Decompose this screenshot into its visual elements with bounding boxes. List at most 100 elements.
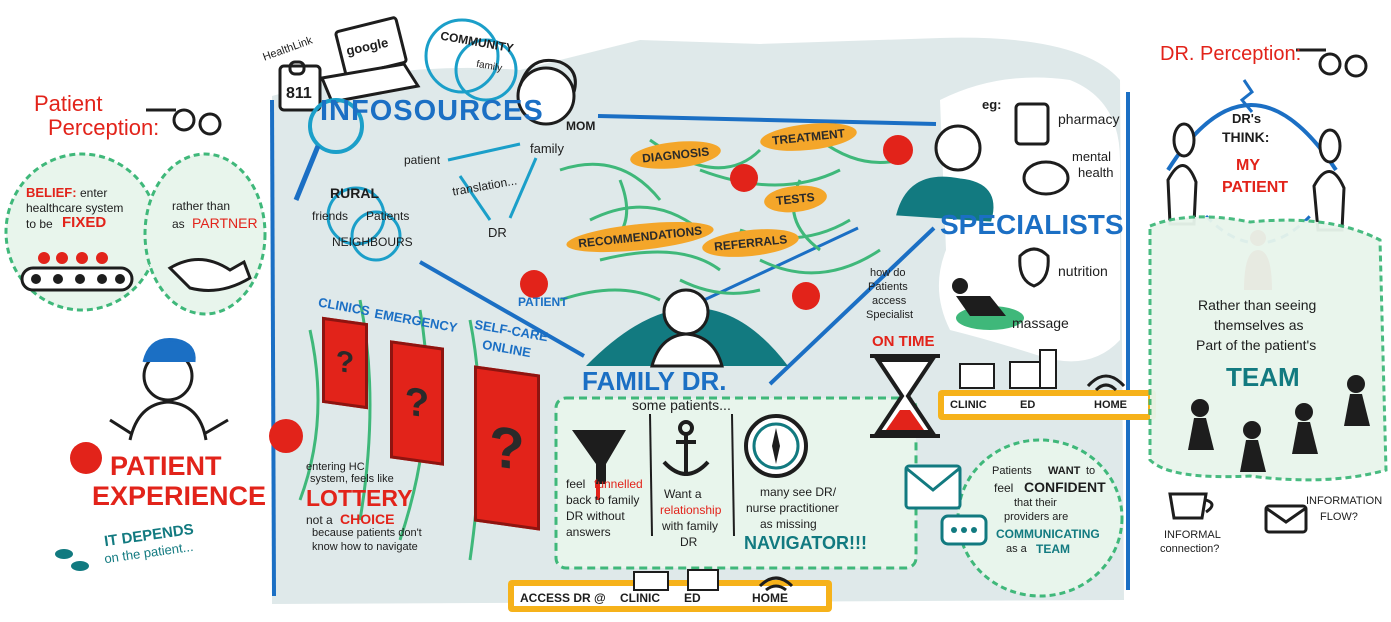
belief-fixed: FIXED xyxy=(62,214,107,231)
apple-icon xyxy=(1018,247,1050,288)
not-a: not a xyxy=(306,513,333,527)
how-3: access xyxy=(872,295,907,307)
phone-lock-icon xyxy=(278,60,322,112)
access-ed: ED xyxy=(684,591,701,605)
patients-label: Patients xyxy=(366,209,410,223)
want-5: that their xyxy=(1014,497,1057,509)
info-family: family xyxy=(530,141,564,156)
info-dr: DR xyxy=(488,225,507,240)
partner: PARTNER xyxy=(192,215,258,231)
how-1: how do xyxy=(870,267,906,279)
glasses-icon xyxy=(146,108,222,136)
funnel-icon xyxy=(572,430,626,500)
dr-perception-title: DR. Perception: xyxy=(1160,43,1302,65)
spec-home: HOME xyxy=(1094,399,1127,411)
informal-2: connection? xyxy=(1160,543,1220,555)
rather-2: themselves as xyxy=(1214,317,1304,333)
clinic-building-icon xyxy=(633,569,719,591)
info-triangle xyxy=(447,142,538,221)
communicating: COMMUNICATING xyxy=(996,527,1100,541)
people-team-icon xyxy=(1188,375,1370,472)
want-6: providers are xyxy=(1004,511,1069,523)
on-time: ON TIME xyxy=(872,333,935,350)
brain-icon xyxy=(1022,160,1070,196)
belief-text-3: to be xyxy=(26,217,53,231)
doctor-left-icon xyxy=(1166,122,1198,226)
col2-with-family: with family xyxy=(662,519,719,533)
top-connector xyxy=(597,114,937,126)
lottery-text-4: because patients don't xyxy=(312,527,422,539)
col1-funnelled: funnelled xyxy=(594,477,643,491)
selfcare-question: ? xyxy=(489,413,525,483)
rural-connector xyxy=(419,260,585,358)
col1-answers: answers xyxy=(566,525,611,539)
pharmacy-label: pharmacy xyxy=(1058,111,1120,127)
specialist-access-bar xyxy=(938,390,1156,420)
envelope-icon xyxy=(904,464,962,510)
mom-label: MOM xyxy=(566,119,596,133)
patient-perception-title-2: Perception: xyxy=(48,115,160,140)
informal-1: INFORMAL xyxy=(1164,529,1221,541)
eg-label: eg: xyxy=(982,97,1002,112)
massage-label: massage xyxy=(1012,315,1069,331)
neighbours-label: NEIGHBOURS xyxy=(332,235,413,249)
specialists-title: SPECIALISTS xyxy=(940,209,1124,240)
access-dr-label: ACCESS DR @ xyxy=(520,591,606,605)
handshake-icon xyxy=(167,258,252,292)
my-patient-label: PATIENT xyxy=(1222,179,1289,196)
community-circles xyxy=(326,18,518,262)
col2-relationship: relationship xyxy=(660,503,722,517)
mental-label: mental xyxy=(1072,149,1112,164)
drs-label: DR's xyxy=(1232,111,1262,126)
compass-icon xyxy=(744,414,808,478)
team-cloud xyxy=(1148,215,1388,482)
home-wifi-icon xyxy=(758,576,794,592)
dr-glasses-icon xyxy=(1296,48,1368,78)
dr-envelope-icon xyxy=(1264,504,1308,534)
mom-face-icon xyxy=(516,59,577,126)
patient-perception-title-1: Patient xyxy=(34,91,103,116)
patient-experience-1: PATIENT xyxy=(110,451,222,481)
think-label: THINK: xyxy=(1222,129,1270,145)
confident: CONFIDENT xyxy=(1024,479,1106,495)
lottery-text-2: system, feels like xyxy=(310,473,394,485)
rather-than-1: rather than xyxy=(172,199,231,213)
col3-as-missing: as missing xyxy=(760,517,817,531)
conveyor-belt-icon xyxy=(20,252,134,292)
footprints-icon xyxy=(55,549,89,571)
specialist-doctor-icon xyxy=(896,124,994,222)
rather-3: Part of the patient's xyxy=(1196,337,1317,353)
doctor-right-icon xyxy=(1312,128,1346,232)
rather-than-2: as xyxy=(172,217,185,231)
col2-want: Want a xyxy=(664,487,702,501)
lottery-text-5: know how to navigate xyxy=(312,541,418,553)
specialists-cloud xyxy=(938,77,1120,362)
clinic-door-icon: ? xyxy=(322,316,368,410)
magnifier-icon xyxy=(293,98,364,201)
want-1: Patients xyxy=(992,465,1032,477)
red-dots xyxy=(70,135,913,474)
laptop-icon xyxy=(319,16,421,104)
selfcare-door-icon: ? xyxy=(474,365,540,531)
navigator: NAVIGATOR!!! xyxy=(744,533,867,553)
how-2: Patients xyxy=(868,281,908,293)
nutrition-label: nutrition xyxy=(1058,263,1108,279)
clinic-question: ? xyxy=(335,344,355,381)
belief-label: BELIEF: xyxy=(26,185,77,200)
friends-label: friends xyxy=(312,209,349,223)
emergency-question: ? xyxy=(404,378,430,427)
left-divider xyxy=(270,99,276,597)
info-sources-title: INFOSOURCES xyxy=(320,95,544,127)
rather-1: Rather than seeing xyxy=(1198,297,1317,313)
doctor-figure-icon xyxy=(650,288,724,368)
coffee-cup-icon xyxy=(1168,492,1214,520)
how-4: Specialist xyxy=(866,309,914,321)
massage-icon xyxy=(952,278,1024,330)
team-word: TEAM xyxy=(1036,542,1070,556)
specialist-connector xyxy=(768,226,936,386)
specialist-home-wifi-icon xyxy=(1086,374,1126,392)
specialist-buildings-icon xyxy=(959,349,1057,389)
patient-experience-2: EXPERIENCE xyxy=(92,481,267,511)
lottery-word: LOTTERY xyxy=(306,485,413,511)
col3-nurse: nurse practitioner xyxy=(746,501,839,515)
